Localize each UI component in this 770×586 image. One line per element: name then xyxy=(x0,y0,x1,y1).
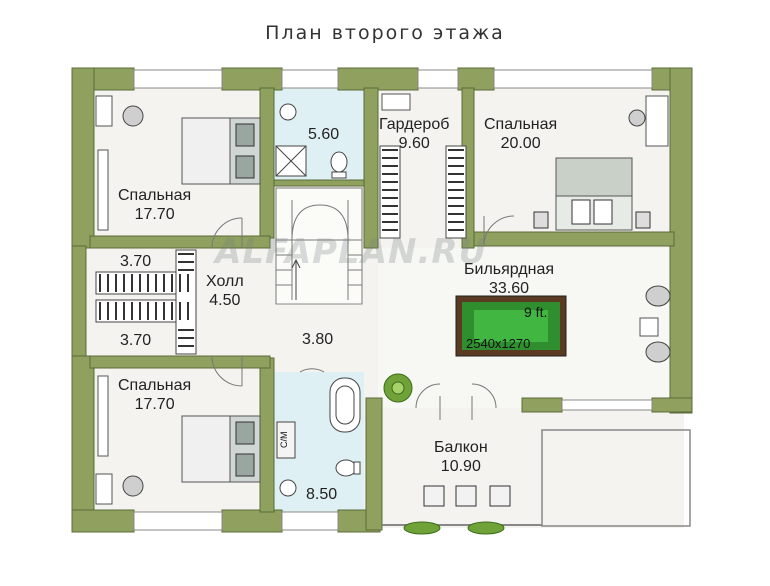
room-label-closet-lower: 3.70 xyxy=(120,332,152,349)
staircase xyxy=(275,187,363,305)
bed-top-left xyxy=(181,117,261,185)
watermark: ALFAPLAN.RU xyxy=(215,232,488,272)
room-label-bathroom-top: 5.60 xyxy=(308,126,340,143)
billiard-size-label: 9 ft. xyxy=(524,304,548,320)
billiard-table xyxy=(455,295,567,357)
bathroom-top-fixtures xyxy=(275,103,348,179)
plan-title: План второго этажа xyxy=(265,22,505,44)
bed-top-right xyxy=(533,157,651,231)
plants-balcony xyxy=(403,521,505,535)
balcony-outline xyxy=(541,429,691,527)
room-label-closet-upper: 3.70 xyxy=(120,253,152,270)
balcony-furniture xyxy=(423,485,511,507)
room-label-stair-landing: 3.80 xyxy=(302,331,334,348)
billiard-dims-label: 2540x1270 xyxy=(466,336,531,351)
bathroom-bottom-fixtures xyxy=(276,377,361,497)
doors xyxy=(211,215,515,420)
balcony-floor xyxy=(382,420,542,525)
room-label-bathroom-bottom: 8.50 xyxy=(306,486,338,503)
plant-billiard xyxy=(383,373,413,403)
bed-bottom-left xyxy=(181,415,261,483)
washing-machine-label: С/М xyxy=(279,431,289,449)
